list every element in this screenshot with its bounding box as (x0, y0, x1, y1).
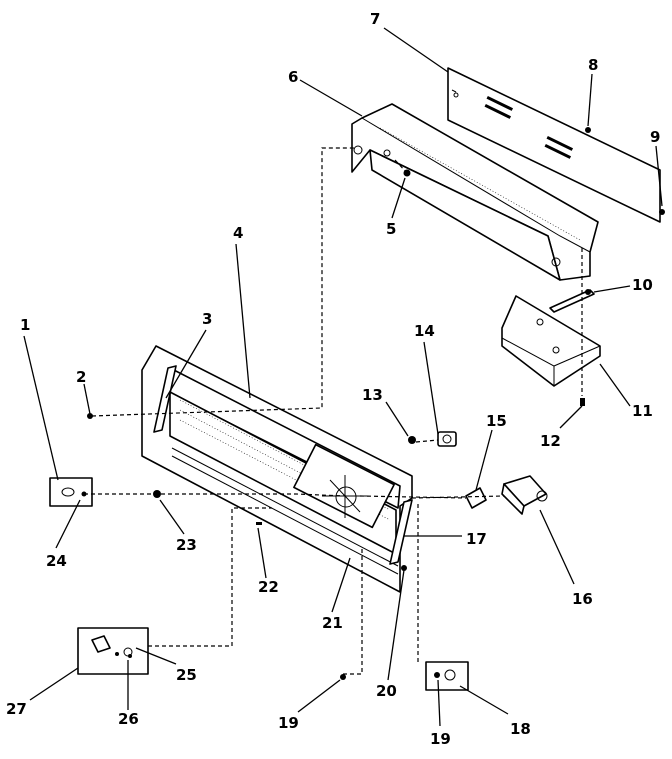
part-14-switch (437, 431, 457, 447)
callout-27: 27 (6, 700, 27, 718)
part-11-bracket (501, 295, 601, 387)
callout-26: 26 (118, 710, 139, 728)
callout-17: 17 (466, 530, 487, 548)
part-3-trim-strip (153, 365, 177, 433)
callout-13: 13 (362, 386, 383, 404)
part-17-trim-strip (389, 499, 413, 565)
callout-5: 5 (386, 220, 396, 238)
callout-24: 24 (46, 552, 67, 570)
part-10-bar (549, 289, 595, 313)
callout-18: 18 (510, 720, 531, 738)
callout-19-left: 19 (278, 714, 299, 732)
part-27-bracket (77, 627, 149, 675)
callout-21: 21 (322, 614, 343, 632)
callout-25: 25 (176, 666, 197, 684)
leader-lines (23, 27, 663, 727)
callout-10: 10 (632, 276, 653, 294)
part-16-timer (501, 475, 548, 515)
callout-14: 14 (414, 322, 435, 340)
callout-12: 12 (540, 432, 561, 450)
callout-8: 8 (588, 56, 598, 74)
callout-22: 22 (258, 578, 279, 596)
callout-6: 6 (288, 68, 298, 86)
callout-23: 23 (176, 536, 197, 554)
callout-9: 9 (650, 128, 660, 146)
callout-2: 2 (76, 368, 86, 386)
part-7-rear-cover (447, 67, 661, 223)
callout-20: 20 (376, 682, 397, 700)
part-21-control-panel (141, 345, 413, 593)
part-1-bracket (49, 477, 93, 507)
callout-labels: 1 2 3 4 5 6 7 8 9 10 11 12 13 14 15 16 1… (6, 10, 660, 748)
callout-4: 4 (233, 224, 243, 242)
callout-19-right: 19 (430, 730, 451, 748)
part-15-clip (465, 487, 487, 509)
callout-15: 15 (486, 412, 507, 430)
callout-16: 16 (572, 590, 593, 608)
assembly-dashed-lines (84, 147, 583, 675)
callout-3: 3 (202, 310, 212, 328)
part-6-backguard-housing (351, 103, 599, 281)
callout-7: 7 (370, 10, 380, 28)
callout-11: 11 (632, 402, 653, 420)
callout-1: 1 (20, 316, 30, 334)
part-18-bracket (425, 661, 469, 691)
